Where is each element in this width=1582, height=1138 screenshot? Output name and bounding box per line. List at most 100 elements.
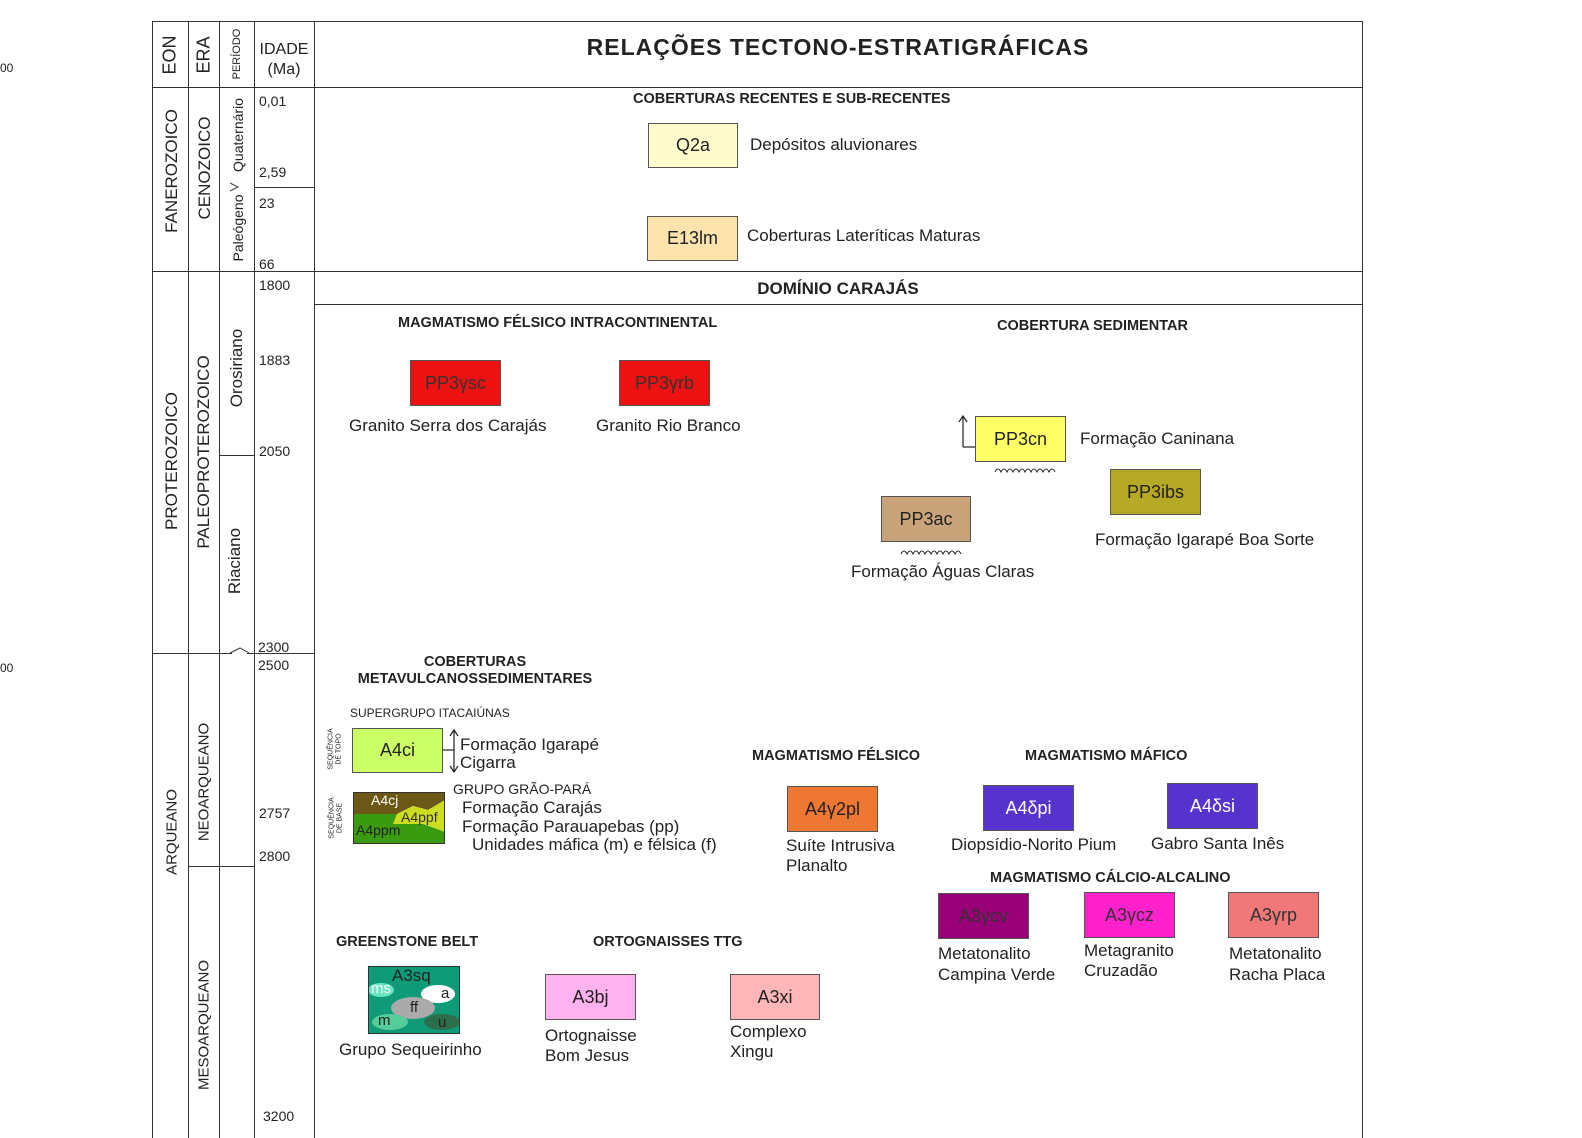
period-paleogeno: Paleógeno (230, 194, 246, 262)
ms-label: ms (371, 980, 391, 997)
seq-topo-line2: DE TOPO (335, 733, 343, 765)
seq-base-line1: SEQUÊNCIA (328, 797, 336, 839)
period-header: PERÍODO (231, 28, 243, 80)
age-tick: 2,59 (259, 164, 287, 180)
pp3gsc-label: Granito Serra dos Carajás (349, 416, 547, 435)
age-header: IDADE (Ma) (254, 40, 314, 80)
seq-topo-label: SEQUÊNCIA DE TOPO (325, 721, 351, 777)
a3bj-label-line2: Bom Jesus (545, 1046, 630, 1065)
a3gcv-box: A3γcv (938, 893, 1029, 939)
age-tick: 0,01 (259, 93, 287, 109)
a3xi-label-line2: Xingu (730, 1042, 774, 1061)
grao-para-composite-graphic (353, 792, 445, 844)
formacao-carajas-label: Formação Carajás (462, 798, 602, 817)
felsic-magmatism-title: MAGMATISMO FÉLSICO (752, 748, 921, 764)
a4dsi-label: Gabro Santa Inês (1151, 834, 1285, 853)
period-quaternario: Quaternário (230, 98, 246, 172)
era-paleoproterozoico: PALEOPROTEROZOICO (194, 355, 213, 549)
chart-title: RELAÇÕES TECTONO-ESTRATIGRÁFICAS (586, 34, 1090, 60)
age-header-line2: (Ma) (267, 61, 301, 78)
age-tick: 2300 (258, 639, 290, 655)
a3bj-label-line1: Ortognaisse (545, 1026, 637, 1045)
pp3ibs-box: PP3ibs (1110, 469, 1201, 515)
eon-fanerozoico: FANEROZOICO (162, 109, 181, 233)
a4g2pl-label-line2: Planalto (786, 856, 848, 875)
age-tick: 2050 (259, 443, 291, 459)
pp3ac-label: Formação Águas Claras (851, 562, 1035, 581)
recent-covers-title: COBERTURAS RECENTES E SUB-RECENTES (633, 91, 951, 107)
a3bj-box: A3bj (545, 974, 636, 1020)
a4ci-label-line1: Formação Igarapé (460, 735, 599, 754)
era-header: ERA (193, 36, 214, 74)
mafic-magmatism-title: MAGMATISMO MÁFICO (1025, 748, 1188, 764)
pp3cn-label: Formação Caninana (1080, 429, 1235, 448)
felsic-intracontinental-title: MAGMATISMO FÉLSICO INTRACONTINENTAL (398, 315, 718, 331)
age-header-line1: IDADE (259, 41, 309, 58)
period-brace (229, 182, 240, 192)
a3grp-box: A3γrp (1228, 892, 1319, 938)
a3grp-label-line2: Racha Placa (1229, 965, 1326, 984)
age-tick: 66 (259, 256, 275, 272)
range-arrow-icon (443, 728, 459, 774)
metavulcano-title: COBERTURAS METAVULCANOSSEDIMENTARES (330, 654, 620, 688)
supergroup-label: SUPERGRUPO ITACAIÚNAS (350, 706, 510, 720)
u-label: u (438, 1014, 447, 1031)
e13lm-label: Coberturas Lateríticas Maturas (747, 226, 981, 245)
a4dpi-label: Diopsídio-Norito Pium (951, 835, 1117, 854)
upward-arrow-icon (958, 414, 975, 448)
age-tick: 1883 (259, 352, 291, 368)
a3xi-label-line1: Complexo (730, 1022, 807, 1041)
e13lm-box: E13lm (647, 216, 738, 261)
metavulcano-title-line1: COBERTURAS (423, 654, 527, 670)
side-number-bottom: 00 (0, 661, 14, 675)
pp3grb-box: PP3γrb (619, 360, 710, 406)
a3sq-name: Grupo Sequeirinho (339, 1040, 482, 1059)
domain-title: DOMÍNIO CARAJÁS (757, 279, 919, 298)
pp3grb-label: Granito Rio Branco (596, 416, 741, 435)
a3sq-composite-box: A3sq ms a ff m u (368, 966, 460, 1034)
ttg-title: ORTOGNAISSES TTG (593, 934, 743, 950)
side-number-top: 00 (0, 61, 14, 75)
pp3ac-box: PP3ac (881, 496, 971, 542)
a4cj-label: A4cj (371, 792, 399, 808)
ff-label: ff (410, 999, 419, 1016)
seq-topo-line1: SEQUÊNCIA (327, 728, 335, 770)
time-gap-symbol (229, 647, 250, 654)
a3gcz-label-line2: Cruzadão (1084, 961, 1158, 980)
a4dpi-box: A4δpi (983, 785, 1074, 831)
unconformity-symbol (994, 468, 1056, 474)
grao-para-composite-box: A4cj A4ppf A4ppm (353, 792, 445, 844)
q2a-label: Depósitos aluvionares (750, 135, 918, 154)
sedimentary-cover-title: COBERTURA SEDIMENTAR (997, 318, 1188, 334)
age-tick: 1800 (259, 277, 291, 293)
age-tick: 2800 (259, 848, 291, 864)
calc-alkaline-title: MAGMATISMO CÁLCIO-ALCALINO (990, 870, 1231, 886)
a3gcz-box: A3γcz (1084, 892, 1175, 938)
eon-header: EON (159, 35, 180, 75)
age-tick: 2500 (258, 657, 290, 673)
seq-base-line2: DE BASE (336, 802, 344, 834)
a-label: a (441, 985, 450, 1002)
greenstone-belt-title: GREENSTONE BELT (336, 934, 479, 950)
period-orosiriano: Orosiriano (227, 328, 246, 408)
unidades-label: Unidades máfica (m) e félsica (f) (472, 835, 717, 854)
a4ppm-label: A4ppm (356, 822, 401, 838)
pp3cn-box: PP3cn (975, 416, 1066, 462)
group-label: GRUPO GRÃO-PARÁ (453, 781, 592, 797)
a4g2pl-box: A4γ2pl (787, 786, 878, 832)
a3xi-box: A3xi (730, 974, 820, 1020)
a4ppf-label: A4ppf (401, 809, 438, 825)
unconformity-symbol (900, 550, 962, 556)
eon-arqueano: ARQUEANO (163, 789, 181, 875)
age-tick: 2757 (259, 805, 291, 821)
eon-proterozoico: PROTEROZOICO (162, 392, 181, 530)
metavulcano-title-line2: METAVULCANOSSEDIMENTARES (357, 671, 593, 687)
a3gcz-label-line1: Metagranito (1084, 941, 1174, 960)
a3sq-label: A3sq (392, 966, 431, 985)
q2a-box: Q2a (648, 123, 738, 168)
a3grp-label-line1: Metatonalito (1229, 944, 1322, 963)
a3gcv-label-line1: Metatonalito (938, 944, 1031, 963)
a3sq-composite-graphic (368, 966, 460, 1034)
pp3ibs-label: Formação Igarapé Boa Sorte (1095, 530, 1315, 549)
era-mesoarqueano: MESOARQUEANO (195, 959, 213, 1091)
